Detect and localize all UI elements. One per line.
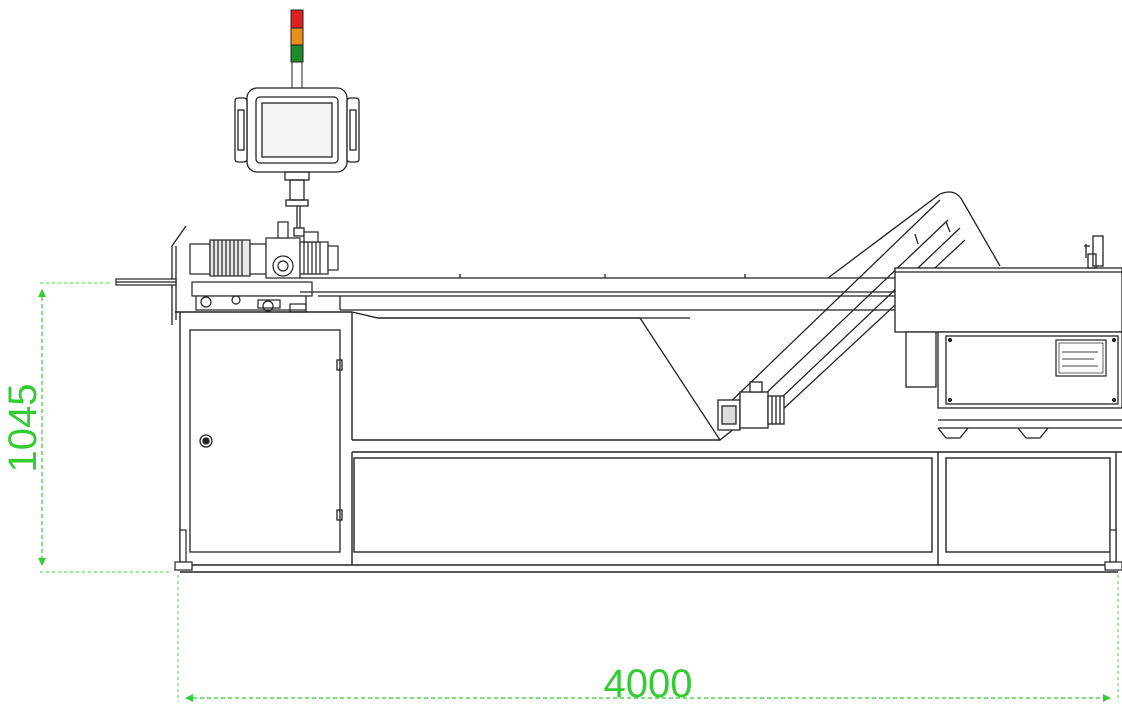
hmi-control-panel [234,87,360,237]
inclined-conveyor [639,191,1001,441]
width-dimension-label: 4000 [604,662,693,706]
height-dimension-label: 1045 [1,384,45,473]
feed-shaft [115,278,177,286]
width-dimension: 4000 [177,575,1119,706]
cabinet-door [189,329,343,553]
cutting-unit [894,235,1122,439]
feed-tube [300,274,895,311]
drive-head-assembly [189,221,339,313]
height-dimension: 1045 [1,282,172,573]
nameplate [1055,339,1107,377]
leveling-feet [174,529,1122,571]
machine-frame [175,311,1122,573]
front-guard [171,225,187,325]
signal-tower-light [290,9,304,89]
